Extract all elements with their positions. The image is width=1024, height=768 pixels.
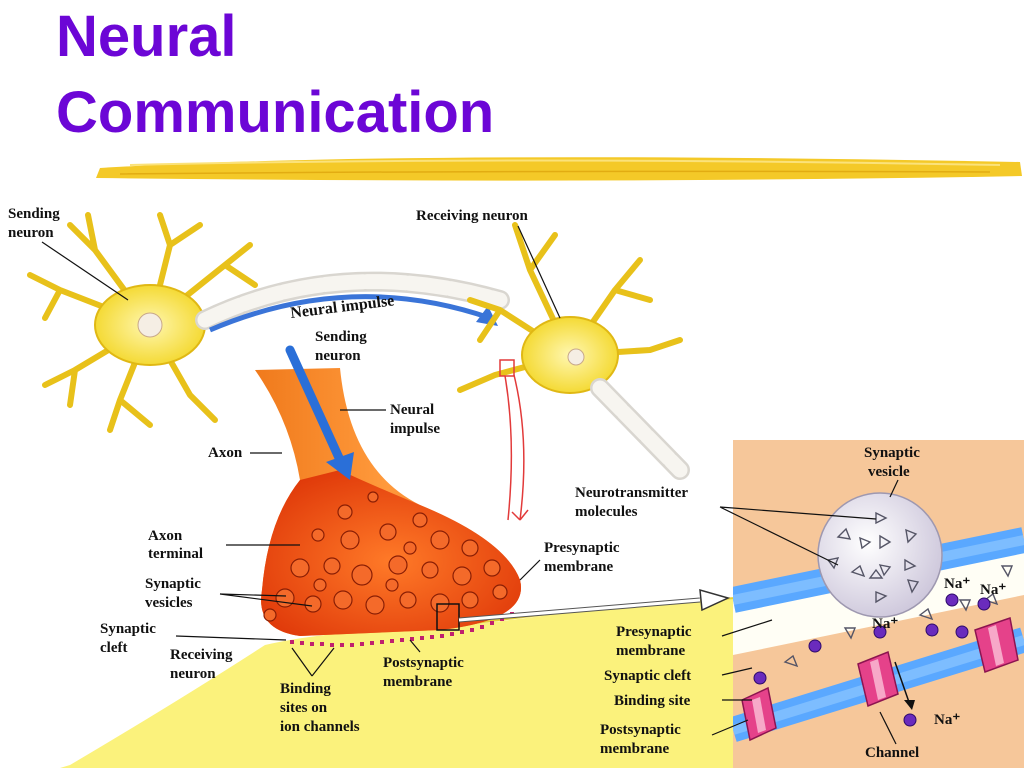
label-postsynaptic-membrane-1: Postsynaptic [383, 655, 464, 671]
label-axon-terminal-1: Axon [148, 528, 183, 544]
label-inset-binding-site: Binding site [614, 693, 691, 709]
label-inset-postsynaptic-2: membrane [600, 741, 669, 757]
label-receiving-neuron-bottom-2: neuron [170, 666, 216, 682]
receiving-neuron-cell [457, 222, 690, 480]
label-na-2: Na⁺ [980, 582, 1006, 598]
label-sending-neuron-top-2: neuron [8, 225, 54, 241]
sending-neuron-cell [27, 212, 258, 433]
label-inset-synaptic-cleft: Synaptic cleft [604, 668, 691, 684]
label-sending-neuron-mid-2: neuron [315, 348, 361, 364]
synaptic-vesicles-cluster [263, 491, 508, 622]
label-postsynaptic-membrane-2: membrane [383, 674, 452, 690]
zoom-indicator [499, 359, 529, 521]
label-na-1: Na⁺ [944, 576, 970, 592]
label-presynaptic-membrane-2: membrane [544, 559, 613, 575]
label-inset-presynaptic-2: membrane [616, 643, 685, 659]
label-binding-sites-3: ion channels [280, 719, 360, 735]
slide-title-line1: Neural [56, 4, 237, 69]
label-binding-sites-1: Binding [280, 681, 331, 697]
label-synaptic-vesicles-2: vesicles [145, 595, 193, 611]
label-channel: Channel [865, 745, 919, 761]
impulse-arrow-axon [285, 345, 354, 480]
label-synaptic-vesicles-1: Synaptic [145, 576, 201, 592]
label-neurotransmitter-1: Neurotransmitter [575, 485, 688, 501]
slide-title-line2: Communication [56, 80, 495, 145]
label-presynaptic-membrane-1: Presynaptic [544, 540, 620, 556]
label-neurotransmitter-2: molecules [575, 504, 638, 520]
label-binding-sites-2: sites on [280, 700, 328, 716]
label-receiving-neuron-top: Receiving neuron [416, 208, 528, 224]
title-underline-brush [96, 157, 1022, 181]
label-synaptic-vesicle-1: Synaptic [864, 445, 920, 461]
label-na-3: Na⁺ [872, 616, 898, 632]
label-receiving-neuron-bottom-1: Receiving [170, 647, 233, 663]
label-neural-impulse-mid-2: impulse [390, 421, 440, 437]
label-na-4: Na⁺ [934, 712, 960, 728]
axon-and-terminal [255, 368, 521, 636]
binding-sites-dots [290, 612, 514, 647]
label-neural-impulse-mid-1: Neural [390, 402, 434, 418]
label-sending-neuron-mid-1: Sending [315, 329, 367, 345]
zoom-box-synapse [436, 588, 731, 631]
synapse-inset [733, 440, 1024, 768]
label-inset-presynaptic-1: Presynaptic [616, 624, 692, 640]
label-inset-postsynaptic-1: Postsynaptic [600, 722, 681, 738]
myelinated-axon-top [195, 271, 510, 330]
label-axon-terminal-2: terminal [148, 546, 203, 562]
label-synaptic-cleft-1: Synaptic [100, 621, 156, 637]
label-sending-neuron-top-1: Sending [8, 206, 60, 222]
label-synaptic-vesicle-2: vesicle [868, 464, 910, 480]
label-synaptic-cleft-2: cleft [100, 640, 127, 656]
label-axon: Axon [208, 445, 243, 461]
